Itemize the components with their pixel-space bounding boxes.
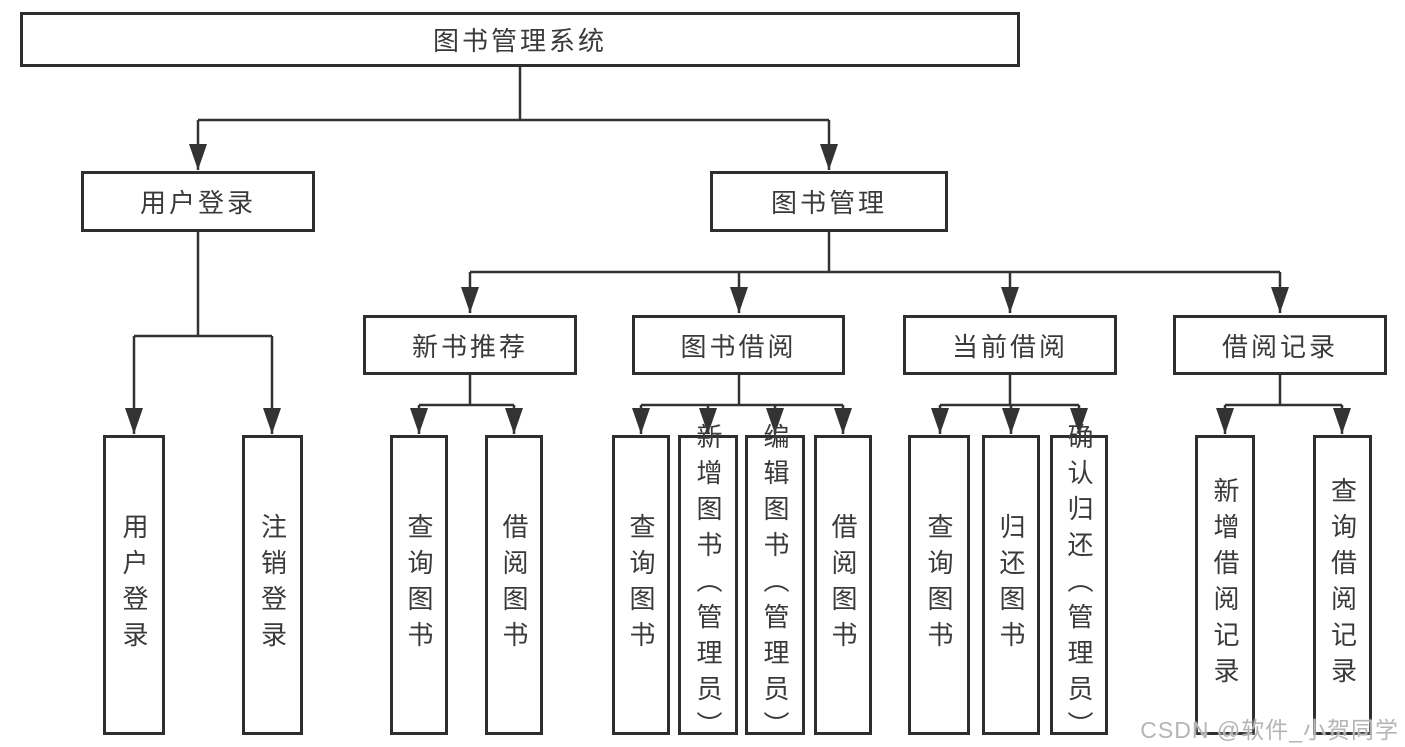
csdn-watermark: CSDN @软件_小贺同学: [1140, 717, 1399, 743]
connector-book-borrow-to-leaves: [632, 375, 852, 434]
node-label: 新增借阅记录: [1210, 477, 1240, 693]
leaf-user-login: 用户登录: [103, 435, 165, 735]
connector-root-to-level2: [189, 67, 838, 170]
connector-borrow-records-to-leaves: [1216, 375, 1351, 434]
node-label: 图书管理系统: [432, 26, 607, 56]
node-label: 查询图书: [626, 513, 656, 657]
node-borrowing-records: 借阅记录: [1173, 315, 1387, 375]
leaf-query-books-current: 查询图书: [908, 435, 970, 735]
node-book-management: 图书管理: [710, 171, 948, 232]
node-label: 确认归还（管理员）: [1064, 423, 1094, 747]
connector-user-login-to-leaves: [125, 232, 281, 434]
node-label: 查询借阅记录: [1327, 477, 1358, 693]
node-label: 查询图书: [924, 513, 954, 657]
node-label: 图书管理: [770, 188, 887, 218]
leaf-edit-book-admin: 编辑图书（管理员）: [745, 423, 805, 747]
node-label: 当前借阅: [951, 331, 1068, 362]
node-label: 用户登录: [119, 513, 149, 657]
node-label: 归还图书: [996, 513, 1026, 657]
leaf-query-books-borrow: 查询图书: [612, 435, 670, 735]
leaf-borrow-books-recommend: 借阅图书: [485, 435, 543, 735]
node-label: 注销登录: [257, 513, 288, 657]
leaf-borrow-books: 借阅图书: [814, 435, 872, 735]
node-label: 图书借阅: [680, 331, 797, 362]
node-label: 查询图书: [404, 513, 434, 657]
node-label: 新增图书（管理员）: [693, 423, 723, 747]
node-book-borrowing: 图书借阅: [632, 315, 845, 375]
leaf-query-borrow-record: 查询借阅记录: [1313, 435, 1372, 735]
connector-new-book-to-leaves: [410, 375, 523, 434]
node-label: 新书推荐: [411, 331, 528, 362]
connector-current-borrow-to-leaves: [931, 375, 1088, 434]
connector-book-management-to-level3: [461, 232, 1289, 313]
node-current-borrowing: 当前借阅: [903, 315, 1117, 375]
node-label: 借阅图书: [828, 513, 858, 657]
node-label: 编辑图书（管理员）: [760, 423, 790, 747]
leaf-add-book-admin: 新增图书（管理员）: [678, 423, 738, 747]
leaf-query-books-recommend: 查询图书: [390, 435, 448, 735]
node-new-book-recommendation: 新书推荐: [363, 315, 577, 375]
node-label: 用户登录: [139, 188, 256, 218]
leaf-logout: 注销登录: [242, 435, 303, 735]
node-label: 借阅图书: [499, 513, 529, 657]
leaf-add-borrow-record: 新增借阅记录: [1195, 435, 1255, 735]
leaf-return-book: 归还图书: [982, 435, 1040, 735]
node-label: 借阅记录: [1221, 331, 1338, 362]
node-user-login: 用户登录: [81, 171, 315, 232]
node-library-management-system: 图书管理系统: [20, 12, 1020, 67]
leaf-confirm-return-admin: 确认归还（管理员）: [1050, 423, 1108, 747]
